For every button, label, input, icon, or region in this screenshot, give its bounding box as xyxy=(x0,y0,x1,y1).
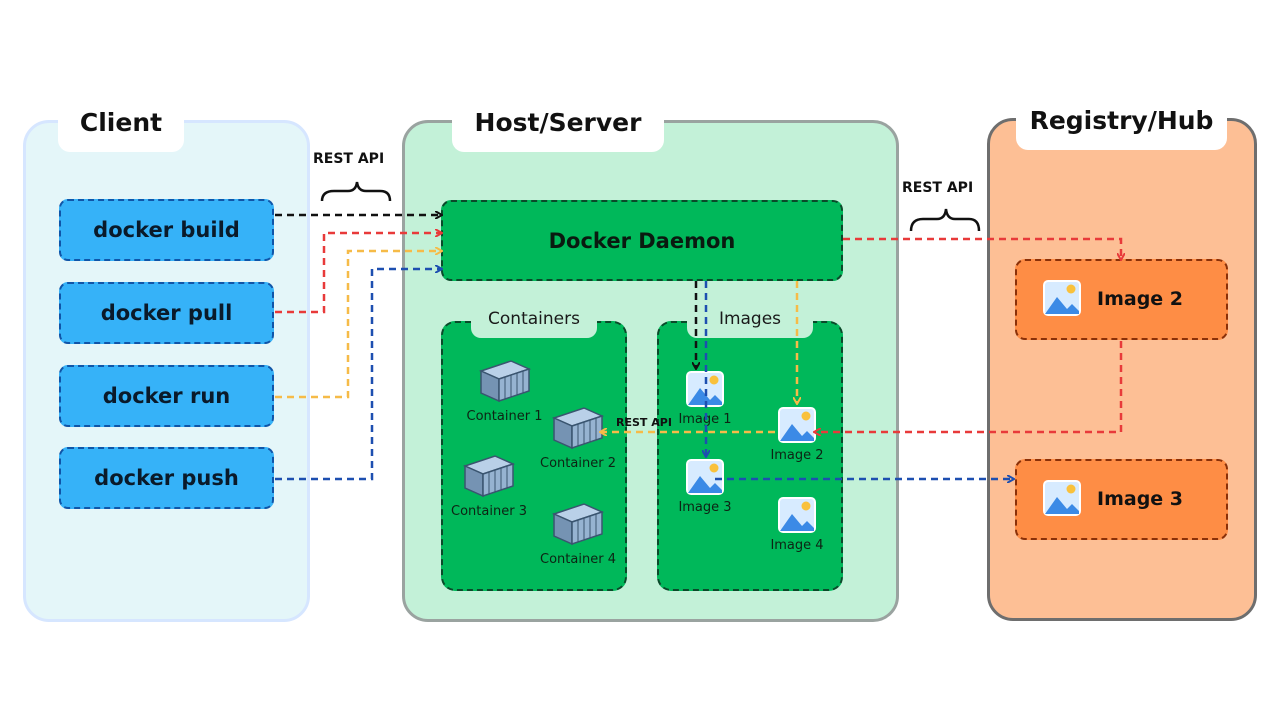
container-1[interactable]: Container 1 xyxy=(447,357,562,424)
docker-build-command[interactable]: docker build xyxy=(59,199,274,261)
containers-title: Containers xyxy=(471,305,597,338)
rest-api-client-brace xyxy=(320,181,392,202)
registry-image-2[interactable]: Image 2 xyxy=(1015,259,1228,340)
image-4[interactable]: Image 4 xyxy=(762,496,832,553)
image-4-label: Image 4 xyxy=(770,538,824,553)
image-icon xyxy=(1043,280,1081,316)
registry-image-2-label: Image 2 xyxy=(1097,288,1184,310)
image-2[interactable]: Image 2 xyxy=(762,406,832,463)
rest-api-run-label: REST API xyxy=(616,416,672,429)
rest-api-registry-label: REST API xyxy=(902,180,974,196)
image-icon xyxy=(1043,480,1081,516)
container-1-label: Container 1 xyxy=(466,409,543,424)
container-icon xyxy=(551,407,605,450)
container-3[interactable]: Container 3 xyxy=(447,452,531,519)
image-icon xyxy=(778,497,816,533)
container-icon xyxy=(462,455,516,498)
container-4-label: Container 4 xyxy=(540,552,616,567)
run-arrow xyxy=(275,251,441,399)
image-3[interactable]: Image 3 xyxy=(670,458,740,515)
docker-run-command[interactable]: docker run xyxy=(59,365,274,427)
container-3-label: Container 3 xyxy=(451,504,527,519)
rest-api-client-label: REST API xyxy=(313,151,385,167)
registry-image-3-label: Image 3 xyxy=(1097,488,1184,510)
docker-pull-command[interactable]: docker pull xyxy=(59,282,274,344)
host-server-title: Host/Server xyxy=(452,104,664,152)
push-arrow xyxy=(275,269,441,481)
daemon-to-registry-arrow xyxy=(843,237,1121,259)
containers-panel xyxy=(441,321,627,591)
images-panel xyxy=(657,321,843,591)
image-3-label: Image 3 xyxy=(678,500,732,515)
container-icon xyxy=(478,360,531,403)
rest-api-registry-brace xyxy=(909,208,981,232)
registry-to-image2-arrow xyxy=(815,341,1123,432)
container-4[interactable]: Container 4 xyxy=(533,500,623,567)
image-icon xyxy=(778,407,816,443)
container-2-label: Container 2 xyxy=(540,456,616,471)
image-2-label: Image 2 xyxy=(770,448,824,463)
container-2[interactable]: Container 2 xyxy=(533,404,623,471)
images-title: Images xyxy=(687,305,813,338)
pull-arrow xyxy=(275,233,441,314)
registry-hub-title: Registry/Hub xyxy=(1016,102,1227,150)
client-title: Client xyxy=(58,104,184,152)
image-icon xyxy=(686,459,724,495)
docker-daemon[interactable]: Docker Daemon xyxy=(441,200,843,281)
container-icon xyxy=(551,503,605,546)
registry-image-3[interactable]: Image 3 xyxy=(1015,459,1228,540)
docker-push-command[interactable]: docker push xyxy=(59,447,274,509)
